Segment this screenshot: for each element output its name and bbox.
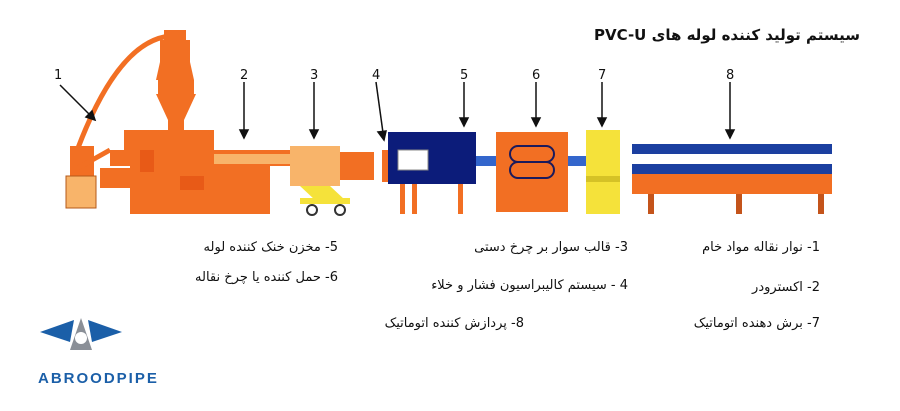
arrow-icon [59, 81, 736, 142]
extruder [100, 130, 292, 214]
legend-item-3: 3- قالب سوار بر چرخ دستی [474, 240, 628, 255]
callout-7: 7 [598, 68, 607, 83]
brand-name: ABROODPIPE [38, 370, 159, 387]
diagram-title: سیستم تولید کننده لوله های PVC-U [593, 26, 860, 44]
cutter [586, 130, 620, 214]
callout-5: 5 [460, 68, 469, 83]
conveyor-unit [65, 30, 190, 209]
callout-8: 8 [726, 68, 735, 83]
die-trolley [290, 146, 374, 216]
legend-item-8: 8- پردازش کننده اتوماتیک [384, 316, 524, 331]
callout-4: 4 [372, 68, 381, 83]
cooling-tank [388, 132, 476, 214]
haul-off [496, 132, 568, 212]
legend-item-7: 7- برش دهنده اتوماتیک [693, 316, 820, 331]
callout-2: 2 [240, 68, 249, 83]
legend-item-4: 4 - سیستم کالیبراسیون فشار و خلاء [431, 278, 628, 293]
callout-3: 3 [310, 68, 319, 83]
callout-6: 6 [532, 68, 541, 83]
stacker-table [632, 144, 832, 214]
legend-item-6: 6- حمل کننده یا چرخ نقاله [195, 270, 338, 285]
logo-icon [40, 318, 122, 350]
callout-1: 1 [54, 68, 63, 83]
legend-item-5: 5- مخزن خنک کننده لوله [203, 240, 338, 255]
hopper [156, 62, 196, 130]
legend-item-2: 2- اکسترودر [752, 280, 820, 295]
legend-item-1: 1- نوار نقاله مواد خام [702, 240, 820, 255]
